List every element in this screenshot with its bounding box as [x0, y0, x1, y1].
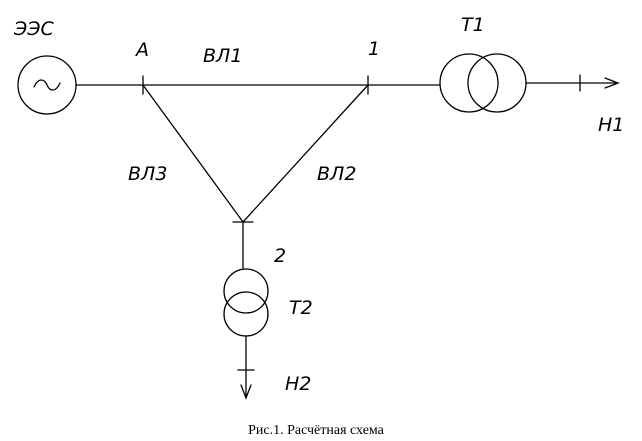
source-label: ЭЭС — [13, 18, 55, 40]
transformer-t2-symbol — [223, 268, 269, 337]
line-vl2-label: ВЛ2 — [317, 163, 356, 185]
generator-symbol — [17, 55, 77, 115]
transformer-t1-label: Т1 — [461, 14, 485, 36]
load-1-label: Н1 — [598, 114, 624, 136]
line-vl1-label: ВЛ1 — [203, 45, 242, 67]
line-vl2 — [242, 84, 369, 223]
load-1-arrow — [604, 77, 620, 89]
figure-caption: Рис.1. Расчётная схема — [248, 423, 385, 438]
load-2-label: Н2 — [285, 373, 311, 395]
transformer-t1-symbol — [439, 53, 527, 113]
node-1-label: 1 — [368, 38, 380, 60]
node-2-label: 2 — [274, 245, 286, 267]
node-a-label: А — [134, 39, 149, 61]
transformer-t2-label: Т2 — [289, 297, 313, 319]
load-2-arrow — [240, 384, 252, 400]
line-vl3-label: ВЛ3 — [128, 163, 167, 185]
line-vl3 — [142, 84, 244, 223]
